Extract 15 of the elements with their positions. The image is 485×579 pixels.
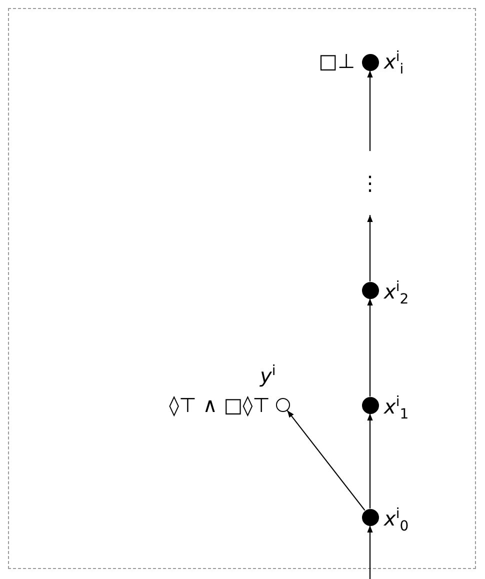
ellipsis: ⋮ <box>360 173 380 193</box>
arrow <box>367 215 373 282</box>
arrow <box>367 70 373 151</box>
filled-node-dot <box>362 396 378 414</box>
arrow <box>367 526 373 579</box>
arrow <box>367 298 373 396</box>
node-label: □⊥ <box>318 51 355 71</box>
node-label: ◊⊤ ∧ □◊⊤ <box>169 395 270 415</box>
node-label: y$^{i}$ <box>260 364 276 386</box>
filled-node-dot <box>362 54 378 70</box>
hollow-node-circle <box>276 398 290 412</box>
arrow <box>367 414 373 508</box>
filled-node-dot <box>362 508 378 526</box>
filled-node-dot <box>362 282 378 298</box>
arrow <box>286 410 366 511</box>
